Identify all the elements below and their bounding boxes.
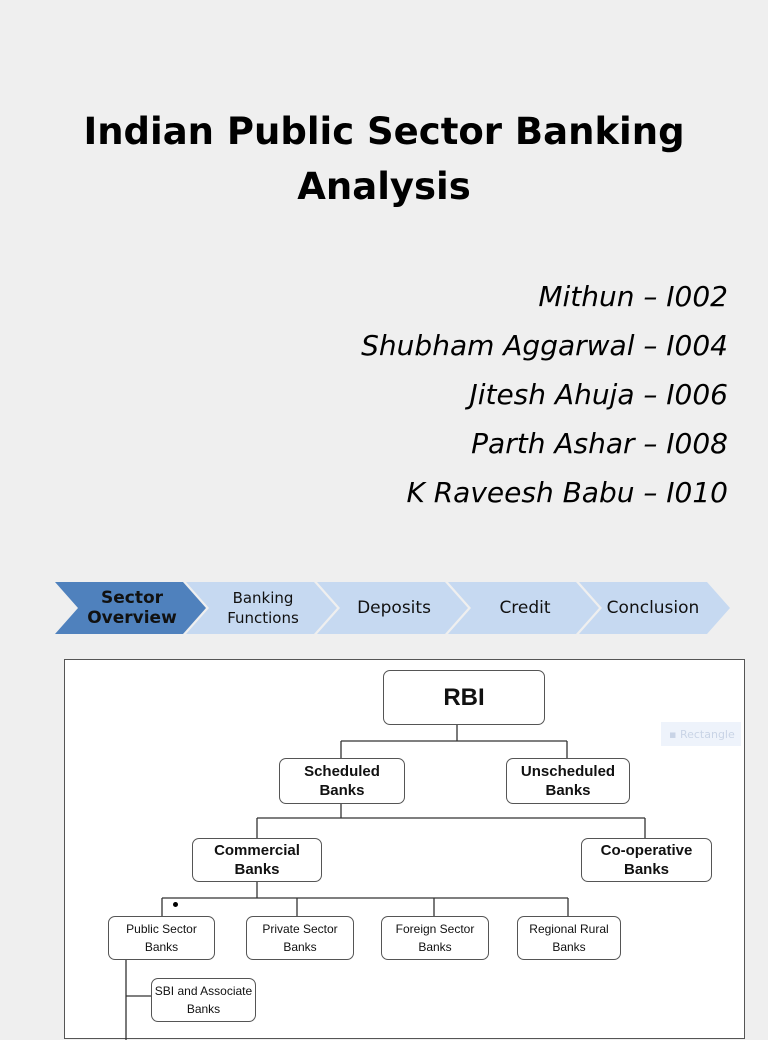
node-label: Banks xyxy=(623,861,670,878)
author-item: K Raveesh Babu – I010 xyxy=(406,476,728,509)
nav-label-credit[interactable]: Credit xyxy=(499,598,551,618)
node-label: Commercial xyxy=(214,842,300,859)
node-label: Unscheduled xyxy=(520,763,616,780)
node-label: Public Sector xyxy=(126,922,197,936)
ghost-rectangle-label: ▪ Rectangle xyxy=(661,722,741,746)
node-label: Banks xyxy=(545,782,591,799)
node-label: Private Sector xyxy=(262,922,338,936)
node-label: Banks xyxy=(283,940,317,954)
nav-label-conclusion[interactable]: Conclusion xyxy=(606,598,700,618)
nav-label-line: Sector xyxy=(100,588,164,608)
nav-label-line: Banking xyxy=(232,589,294,607)
connector-lines xyxy=(125,725,646,1040)
node-label: Banks xyxy=(234,861,280,878)
node-label: Banks xyxy=(186,1002,221,1016)
nav-label-line: Functions xyxy=(227,609,299,627)
slide-title: Indian Public Sector Banking Analysis xyxy=(0,104,768,214)
author-item: Parth Ashar – I008 xyxy=(471,427,728,460)
nav-label-banking-functions[interactable]: Banking Functions xyxy=(209,582,317,634)
node-label: Banks xyxy=(418,940,452,954)
node-label: Banks xyxy=(552,940,586,954)
bullet-dot xyxy=(173,902,178,907)
node-label: Co-operative xyxy=(600,842,693,859)
nav-label-sector-overview[interactable]: Sector Overview xyxy=(78,582,186,634)
node-label: Banks xyxy=(144,940,179,954)
author-item: Shubham Aggarwal – I004 xyxy=(361,329,728,362)
author-item: Mithun – I002 xyxy=(538,280,728,313)
title-line-2: Analysis xyxy=(297,165,471,208)
author-list: Mithun – I002 Shubham Aggarwal – I004 Ji… xyxy=(361,272,728,517)
nav-label-deposits[interactable]: Deposits xyxy=(357,598,431,618)
author-item: Jitesh Ahuja – I006 xyxy=(469,378,728,411)
node-label: SBI and Associate xyxy=(154,984,253,998)
node-label: Regional Rural xyxy=(529,922,609,936)
nav-label-line: Overview xyxy=(87,608,177,628)
rbi-node: RBI xyxy=(383,670,545,725)
node-label: Scheduled xyxy=(304,763,380,780)
node-label: Banks xyxy=(319,782,365,799)
ghost-icon: ▪ xyxy=(669,727,680,741)
title-line-1: Indian Public Sector Banking xyxy=(83,110,685,153)
node-label: Foreign Sector xyxy=(395,922,475,936)
ghost-label-text: Rectangle xyxy=(679,727,735,741)
